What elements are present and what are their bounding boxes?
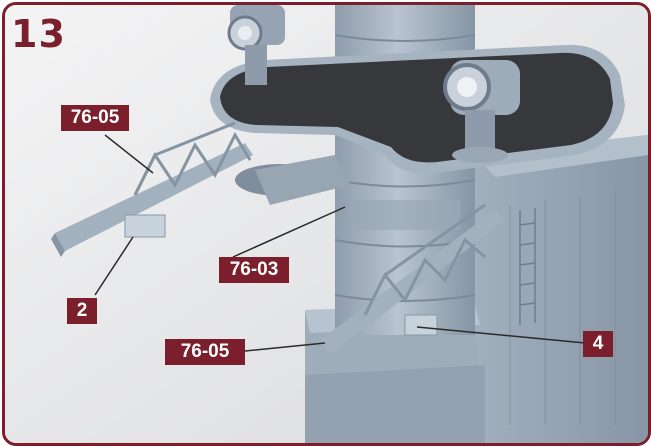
callout-part-76-03: 76-03 bbox=[219, 257, 289, 283]
callout-part-76-05-lower: 76-05 bbox=[165, 339, 245, 365]
model-illustration bbox=[5, 5, 648, 443]
step-number: 13 bbox=[11, 12, 66, 56]
callout-part-4: 4 bbox=[583, 331, 613, 357]
callout-part-2: 2 bbox=[67, 298, 97, 324]
hull-block bbox=[475, 135, 648, 443]
crane-boom-upper bbox=[51, 121, 350, 257]
leader-lines bbox=[94, 134, 586, 352]
callout-part-76-05-upper: 76-05 bbox=[61, 105, 129, 131]
searchlight-left bbox=[227, 5, 285, 85]
searchlight-right bbox=[443, 60, 520, 163]
crane-boom-lower bbox=[320, 203, 505, 355]
